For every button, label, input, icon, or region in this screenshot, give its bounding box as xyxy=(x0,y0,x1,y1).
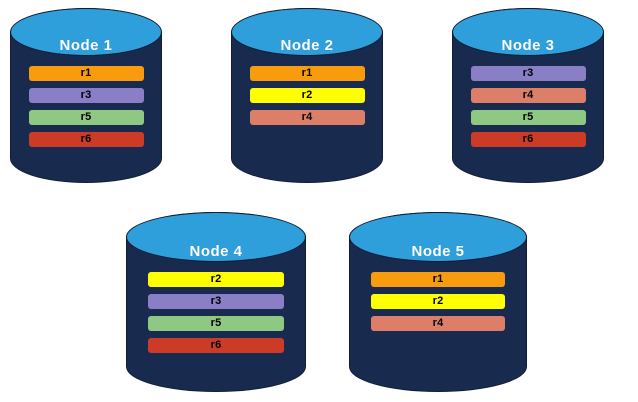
replica-label: r1 xyxy=(301,67,313,79)
replica-bar[interactable]: r6 xyxy=(470,132,586,147)
node-label: Node 2 xyxy=(280,37,334,54)
replica-label: r4 xyxy=(522,89,534,101)
replica-bar[interactable]: r5 xyxy=(470,110,586,125)
replica-label: r5 xyxy=(210,317,222,329)
replica-bar[interactable]: r4 xyxy=(249,110,365,125)
replica-bar[interactable]: r1 xyxy=(249,66,365,81)
replica-bar[interactable]: r6 xyxy=(148,338,284,353)
replica-label: r3 xyxy=(522,67,534,79)
replica-bar[interactable]: r1 xyxy=(371,272,505,287)
replica-label: r4 xyxy=(432,317,444,329)
replica-bar[interactable]: r3 xyxy=(148,294,284,309)
replica-label: r6 xyxy=(80,133,92,145)
replica-list: r2 r3 r5 r6 xyxy=(126,272,306,353)
replica-list: r1 r3 r5 r6 xyxy=(10,66,162,147)
replica-bar[interactable]: r2 xyxy=(371,294,505,309)
node-label: Node 1 xyxy=(59,37,113,54)
replica-label: r2 xyxy=(301,89,313,101)
replica-bar[interactable]: r3 xyxy=(28,88,144,103)
replica-label: r1 xyxy=(432,273,444,285)
cylinder-top-ellipse: Node 3 xyxy=(452,8,604,56)
replica-label: r2 xyxy=(432,295,444,307)
replica-bar[interactable]: r6 xyxy=(28,132,144,147)
replica-label: r3 xyxy=(210,295,222,307)
cylinder-top-ellipse: Node 4 xyxy=(126,212,306,262)
replica-bar[interactable]: r4 xyxy=(470,88,586,103)
replica-bar[interactable]: r3 xyxy=(470,66,586,81)
database-node-cylinder[interactable]: Node 4 r2 r3 r5 r6 xyxy=(126,212,306,392)
node-label: Node 4 xyxy=(189,243,243,260)
database-node-cylinder[interactable]: Node 1 r1 r3 r5 r6 xyxy=(10,8,162,183)
database-node-cylinder[interactable]: Node 3 r3 r4 r5 r6 xyxy=(452,8,604,183)
replica-label: r5 xyxy=(80,111,92,123)
database-node-cylinder[interactable]: Node 2 r1 r2 r4 xyxy=(231,8,383,183)
database-node-cylinder[interactable]: Node 5 r1 r2 r4 xyxy=(349,212,527,392)
replica-label: r6 xyxy=(522,133,534,145)
node-label: Node 3 xyxy=(501,37,555,54)
replica-list: r1 r2 r4 xyxy=(231,66,383,125)
replica-bar[interactable]: r2 xyxy=(249,88,365,103)
replica-label: r5 xyxy=(522,111,534,123)
replica-list: r1 r2 r4 xyxy=(349,272,527,331)
cylinder-top-ellipse: Node 5 xyxy=(349,212,527,262)
node-label: Node 5 xyxy=(411,243,465,260)
replica-label: r2 xyxy=(210,273,222,285)
replica-bar[interactable]: r1 xyxy=(28,66,144,81)
replica-bar[interactable]: r4 xyxy=(371,316,505,331)
replica-bar[interactable]: r5 xyxy=(148,316,284,331)
cylinder-top-ellipse: Node 1 xyxy=(10,8,162,56)
replica-label: r3 xyxy=(80,89,92,101)
replica-label: r6 xyxy=(210,339,222,351)
replica-label: r4 xyxy=(301,111,313,123)
replica-label: r1 xyxy=(80,67,92,79)
replica-list: r3 r4 r5 r6 xyxy=(452,66,604,147)
cylinder-top-ellipse: Node 2 xyxy=(231,8,383,56)
replica-bar[interactable]: r2 xyxy=(148,272,284,287)
replica-bar[interactable]: r5 xyxy=(28,110,144,125)
